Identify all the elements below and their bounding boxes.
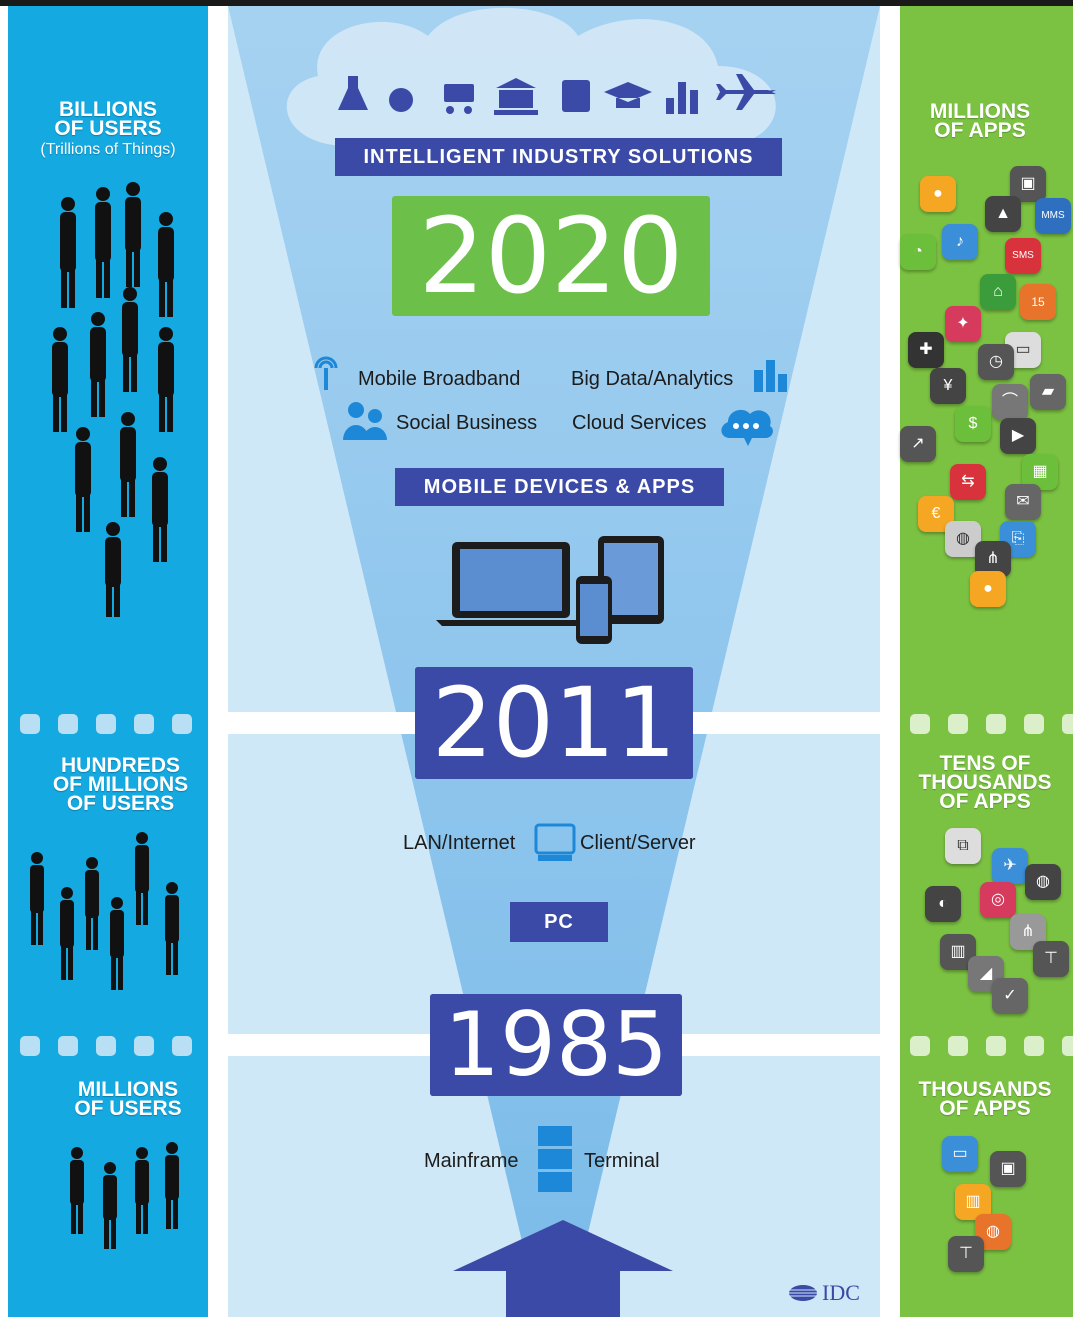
people-silhouettes-medium-icon [30,832,179,990]
big-data-label: Big Data/Analytics [571,368,734,390]
mobile-broadband-label: Mobile Broadband [358,368,521,390]
terminal-label: Terminal [584,1150,660,1172]
calendar-app-icon: 15 [1020,284,1056,320]
coin-app-icon: ● [920,176,956,212]
computer-app-icon: ▭ [942,1136,978,1172]
social-business-label: Social Business [396,412,538,434]
mms-app-icon: MMS [1035,198,1071,234]
people-silhouettes-small-icon [70,1142,179,1249]
graduation-cap-icon [604,82,652,108]
money-bag-app-icon: $ [955,406,991,442]
apps-separator-dots-upper [910,714,1073,734]
web-app-icon: ◍ [1025,864,1061,900]
forward-app-icon: ▶ [1000,418,1036,454]
top-border [0,0,1073,6]
pill-app-icon: ◐ [925,886,961,922]
satellite-app-icon: ✈ [992,848,1028,884]
pc-banner: PC [510,902,608,942]
piggy-bank-app-icon: ● [970,571,1006,607]
medical-icon [562,80,590,112]
people-silhouettes-large-icon [52,182,174,617]
lan-internet-label: LAN/Internet [403,832,516,854]
globe-small-app-icon: ◍ [975,1214,1011,1250]
mail-app-icon: ✉ [1005,484,1041,520]
idc-logo: IDC [788,1280,860,1306]
signal-app-icon: ◎ [980,882,1016,918]
year-1985-overlay: 1985 [430,994,682,1096]
bar-chart-icon [666,82,698,114]
computer-icon [534,823,576,861]
clock-app-icon: ◷ [978,344,1014,380]
airplane-icon [716,74,776,110]
client-server-label: Client/Server [580,832,696,854]
truck-app-icon: ▰ [1030,374,1066,410]
cloud-services-label: Cloud Services [572,412,707,434]
graph-app-icon: ↗ [900,426,936,462]
bank-icon [494,78,538,115]
bank-app-icon: ⌂ [980,274,1016,310]
social-business-icon [343,402,387,440]
industry-solutions-banner: INTELLIGENT INDUSTRY SOLUTIONS [335,138,782,176]
tens-thousands-apps-heading: TENS OF THOUSANDS OF APPS [918,752,1052,813]
network-app-icon: ⧉ [945,828,981,864]
separator-dots-upper [20,714,192,734]
pie-chart-app-icon: ◔ [900,234,936,270]
yen-app-icon: ¥ [930,368,966,404]
tag-app-icon: ✦ [945,306,981,342]
devices-app-icon: ▣ [990,1151,1026,1187]
thousands-apps-heading: THOUSANDS OF APPS [918,1078,1052,1120]
year-2020-label: 2020 [392,196,710,316]
billions-users-heading: BILLIONS OF USERS (Trillions of Things) [40,98,176,158]
timeline-panel: INTELLIGENT INDUSTRY SOLUTIONS 2020 Mobi… [228,6,880,1317]
hundreds-millions-users-heading: HUNDREDS OF MILLIONS OF USERS [52,754,189,815]
mainframe-label: Mainframe [424,1150,519,1172]
separator-dots-lower [20,1036,192,1056]
mobile-broadband-icon [314,356,338,390]
cart-icon [444,84,474,102]
gear-icon [389,88,413,112]
users-column: BILLIONS OF USERS (Trillions of Things) … [8,6,208,1317]
millions-users-heading: MILLIONS OF USERS [74,1078,182,1120]
globe-logo-icon [789,1285,817,1301]
mainframe-server-icon [538,1126,572,1192]
apps-separator-dots-lower [910,1036,1073,1056]
hierarchy-app-icon: ⊤ [948,1236,984,1272]
up-arrow-icon [453,1220,673,1317]
org-chart-app-icon: ⊤ [1033,941,1069,977]
mobile-devices-banner: MOBILE DEVICES & APPS [395,468,724,506]
cloud-services-icon [721,409,773,446]
game-app-icon: ✚ [908,332,944,368]
year-2011-overlay: 2011 [415,667,693,779]
timeline-funnel [228,6,880,1317]
apps-column: MILLIONS OF APPS ● ▣ ▲ MMS ◔ ♪ SMS ⌂ 15 … [900,6,1073,1317]
industry-icons-row [338,74,776,115]
lock-app-icon: ▲ [985,196,1021,232]
mobile-devices-icon [436,536,664,644]
sms-app-icon: SMS [1005,238,1041,274]
flask-icon [338,76,368,110]
wifi-lock-app-icon: ⌒ [992,384,1028,420]
millions-apps-heading: MILLIONS OF APPS [929,100,1031,142]
transfer-app-icon: ⇆ [950,464,986,500]
microphone-app-icon: ♪ [942,224,978,260]
stats-app-icon: ✓ [992,978,1028,1014]
big-data-icon [754,360,787,392]
